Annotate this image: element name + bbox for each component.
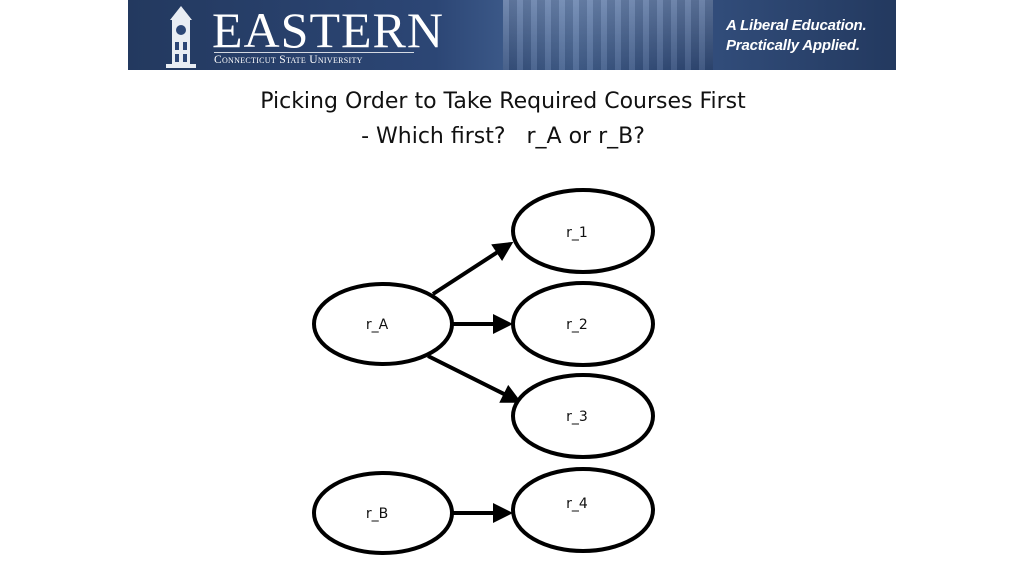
university-subname: Connecticut State University	[214, 54, 363, 66]
node-ellipse-r4	[511, 467, 655, 553]
node-label-r3: r_3	[566, 409, 588, 425]
slide-title-line2: - Which first? r_A or r_B?	[361, 124, 645, 149]
tagline-line1: A Liberal Education.	[726, 17, 867, 34]
node-label-rA: r_A	[366, 317, 389, 333]
node-r3: r_3	[511, 373, 655, 459]
node-r2: r_2	[511, 281, 655, 367]
node-rA: r_A	[312, 282, 454, 366]
tagline-line2: Practically Applied.	[726, 37, 860, 54]
node-label-r4: r_4	[566, 496, 588, 512]
arrow-rA-to-r3	[427, 354, 522, 403]
node-rB: r_B	[312, 471, 454, 555]
clock-tower-logo-icon	[166, 6, 196, 68]
node-ellipse-r3	[511, 373, 655, 459]
university-wordmark: EASTERN	[212, 2, 444, 58]
slide-title-line1: Picking Order to Take Required Courses F…	[260, 89, 746, 114]
node-r4: r_4	[511, 467, 655, 553]
node-label-r1: r_1	[566, 225, 588, 241]
university-banner: EASTERN Connecticut State University A L…	[128, 0, 896, 70]
node-ellipse-r1	[511, 188, 655, 274]
node-label-r2: r_2	[566, 317, 588, 333]
wordmark-rule	[214, 52, 414, 53]
arrow-rA-to-r1	[431, 241, 514, 296]
node-label-rB: r_B	[366, 506, 388, 522]
node-r1: r_1	[511, 188, 655, 274]
node-ellipse-r2	[511, 281, 655, 367]
node-ellipse-rA	[312, 282, 454, 366]
campus-photo	[503, 0, 713, 70]
node-ellipse-rB	[312, 471, 454, 555]
